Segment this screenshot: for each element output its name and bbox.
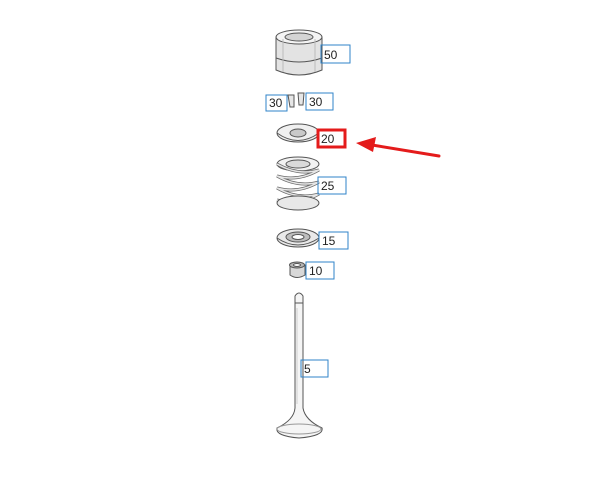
callout-box bbox=[318, 231, 349, 250]
callout-number: 5 bbox=[304, 362, 311, 376]
callout-number: 20 bbox=[321, 132, 335, 146]
callout-number: 10 bbox=[309, 264, 323, 278]
callout-keeper-left: 30 bbox=[265, 94, 288, 112]
callout-box bbox=[305, 261, 335, 280]
callout-box bbox=[320, 44, 351, 64]
callout-keeper-right: 30 bbox=[305, 92, 334, 111]
callout-number: 15 bbox=[322, 234, 336, 248]
callout-box bbox=[305, 92, 334, 111]
keeper-right-part bbox=[297, 92, 305, 106]
callout-number: 30 bbox=[269, 96, 283, 110]
highlight-box bbox=[316, 128, 347, 149]
callout-number: 50 bbox=[324, 48, 338, 62]
stem-seal-part bbox=[289, 261, 306, 278]
spring-part bbox=[276, 156, 320, 211]
valve-part bbox=[276, 292, 323, 439]
callout-labels: 50 30 30 20 25 15 10 5 bbox=[265, 44, 351, 378]
keeper-left-part bbox=[287, 94, 295, 108]
retainer-part bbox=[276, 123, 320, 143]
callout-number: 30 bbox=[309, 95, 323, 109]
callout-valve: 5 bbox=[300, 359, 329, 378]
callout-stem-seal: 10 bbox=[305, 261, 335, 280]
callout-number: 25 bbox=[321, 179, 335, 193]
callout-box bbox=[317, 176, 347, 195]
callout-piston: 50 bbox=[320, 44, 351, 64]
callout-box bbox=[265, 94, 288, 112]
callout-retainer: 20 bbox=[316, 128, 347, 149]
highlight-arrow bbox=[356, 137, 441, 158]
spring-seat-part bbox=[276, 228, 320, 248]
tappet-part bbox=[275, 29, 323, 76]
callout-box bbox=[300, 359, 329, 378]
callout-spring: 25 bbox=[317, 176, 347, 195]
callout-spring-seat: 15 bbox=[318, 231, 349, 250]
